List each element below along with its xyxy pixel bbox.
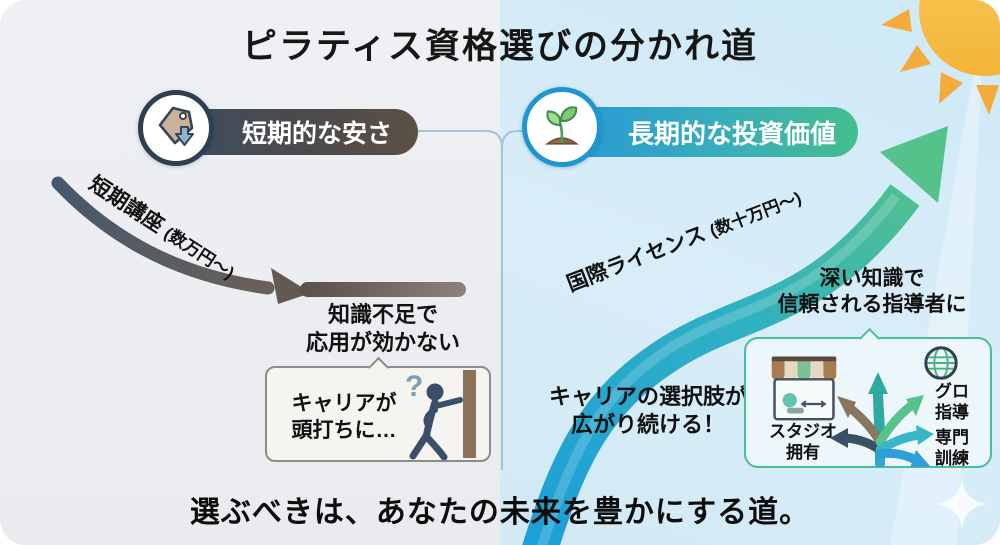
plateau-bar bbox=[300, 282, 466, 297]
right-badge-pill: 長期的な投資価値 bbox=[560, 107, 858, 157]
career-options-callout: スタジオ 拥有 bbox=[744, 327, 992, 469]
left-badge-pill: 短期的な安さ bbox=[172, 109, 418, 155]
footer-message: 選ぶべきは、あなたの未来を豊かにする道。 bbox=[189, 496, 811, 529]
right-benefit-text: キャリアの選択肢が 広がり続ける！ bbox=[533, 383, 763, 438]
right-outcome-line1: 深い知識で bbox=[819, 267, 925, 290]
sprout-icon bbox=[538, 101, 586, 154]
right-badge-label: 長期的な投資価値 bbox=[627, 118, 836, 149]
training-line1: 専門 bbox=[935, 428, 969, 447]
studio-line1: スタジオ bbox=[769, 422, 837, 441]
left-badge-label: 短期的な安さ bbox=[241, 120, 392, 148]
price-tag-badge bbox=[138, 90, 214, 166]
sprout-badge bbox=[522, 87, 602, 167]
global-line2: 指導 bbox=[935, 402, 969, 422]
left-consequence-line2: 応用が効かない bbox=[305, 329, 460, 355]
career-ceiling-callout: キャリアが 頭打ちに… ? bbox=[265, 356, 491, 462]
career-ceiling-text: キャリアが 頭打ちに… bbox=[279, 390, 409, 445]
studio-storefront-icon bbox=[766, 347, 842, 428]
price-tag-down-icon bbox=[153, 103, 199, 154]
global-option-label: グロ 指導 bbox=[916, 382, 988, 423]
career-ceiling-line1: キャリアが bbox=[291, 392, 397, 415]
studio-option-label: スタジオ 拥有 bbox=[748, 422, 858, 463]
person-hitting-wall-icon bbox=[389, 370, 485, 461]
training-option-label: 専門 訓練 bbox=[916, 428, 988, 469]
sun-icon bbox=[881, 0, 1000, 115]
left-consequence-line1: 知識不足で bbox=[327, 302, 438, 327]
globe-icon bbox=[922, 344, 960, 387]
right-outcome-line2: 信頼される指導者に bbox=[777, 293, 967, 317]
right-outcome-text: 深い知識で 信頼される指導者に bbox=[752, 266, 992, 319]
studio-line2: 拥有 bbox=[786, 442, 820, 462]
global-line1: グロ bbox=[935, 382, 969, 401]
left-consequence-text: 知識不足で 応用が効かない bbox=[273, 301, 493, 356]
right-benefit-line1: キャリアの選択肢が bbox=[548, 384, 747, 409]
career-ceiling-line2: 頭打ちに… bbox=[291, 419, 397, 443]
declining-arrow bbox=[51, 176, 311, 304]
fork-divider-line bbox=[418, 130, 524, 470]
training-line2: 訓練 bbox=[935, 448, 969, 468]
sparkle-icon bbox=[936, 478, 988, 530]
question-mark: ? bbox=[405, 370, 424, 403]
right-benefit-line2: 広がり続ける！ bbox=[570, 411, 725, 437]
page-title: ピラティス資格選びの分かれ道 bbox=[242, 27, 758, 66]
rising-arrow bbox=[522, 126, 948, 545]
branching-arrows-icon bbox=[822, 342, 942, 472]
